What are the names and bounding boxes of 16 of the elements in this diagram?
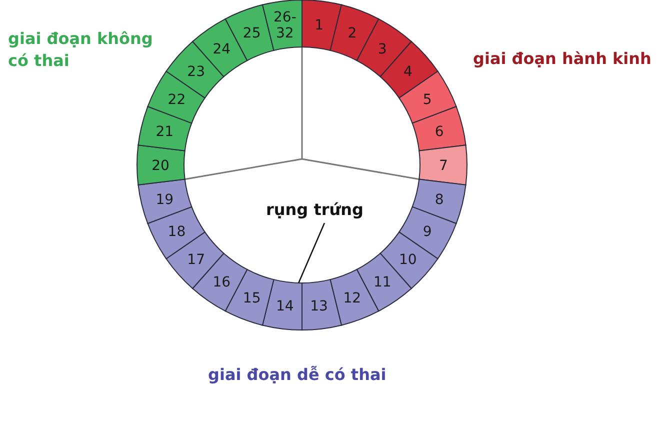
phase-label: giai đoạn không có thai: [8, 28, 154, 72]
phase-label: giai đoạn dễ có thai: [208, 364, 388, 386]
phase-label: giai đoạn hành kinh: [473, 48, 652, 70]
day-segment: 19: [138, 178, 192, 224]
day-segment: 6: [412, 106, 466, 152]
ovulation-label: rụng trứng: [266, 199, 364, 221]
day-segment: 8: [412, 178, 466, 224]
day-segment: 20: [136, 144, 186, 186]
day-segment: 26-32: [262, 0, 302, 51]
day-segment: 2: [330, 4, 380, 62]
day-segment: 13: [302, 279, 342, 330]
leader-line: [298, 222, 326, 284]
day-segment: 21: [138, 106, 192, 152]
day-segment: 7: [418, 144, 468, 186]
day-segment: 14: [262, 279, 302, 330]
day-segment: 1: [302, 0, 342, 51]
